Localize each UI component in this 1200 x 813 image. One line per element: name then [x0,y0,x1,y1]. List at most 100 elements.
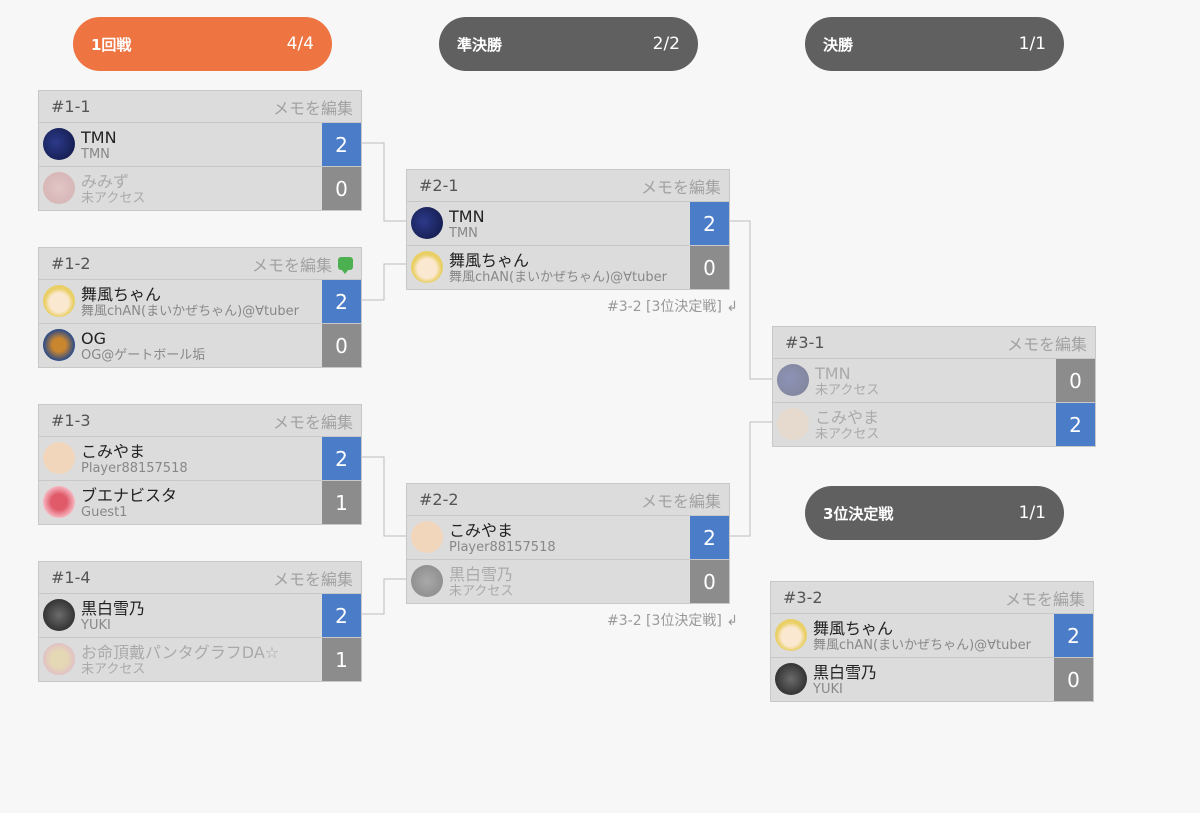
score-cell[interactable]: 1 [322,638,361,681]
round-tab-1[interactable]: 1回戦 4/4 [73,17,332,71]
player-row[interactable]: みみず未アクセス 0 [39,167,361,210]
score-cell[interactable]: 2 [690,202,729,245]
score-cell[interactable]: 2 [322,594,361,637]
match-id: #3-1 [785,333,825,352]
player-name: みみず [81,171,130,191]
match-header: #1-1 メモを編集 [39,91,361,123]
edit-memo-button[interactable]: メモを編集 [272,98,353,118]
match-id: #1-3 [51,411,91,430]
score-cell[interactable]: 0 [1056,359,1095,402]
round-label: 準決勝 [457,35,503,54]
player-row[interactable]: 黒白雪乃未アクセス 0 [407,560,729,603]
match-header: #3-1 メモを編集 [773,327,1095,359]
score-cell[interactable]: 2 [322,123,361,166]
avatar [43,285,75,317]
score-cell[interactable]: 0 [322,324,361,367]
player-row[interactable]: お命頂戴パンタグラフDA☆未アクセス 1 [39,638,361,681]
edit-memo-button[interactable]: メモを編集 [1004,589,1085,609]
player-name: こみやま [81,441,146,461]
score-cell[interactable]: 2 [322,280,361,323]
player-name: ブエナビスタ [81,485,178,505]
edit-memo-button[interactable]: メモを編集 [640,177,721,197]
player-account: Guest1 [81,504,128,520]
score-cell[interactable]: 2 [322,437,361,480]
avatar [775,663,807,695]
edit-memo-button[interactable]: メモを編集 [1006,334,1087,354]
match-id: #3-2 [783,588,823,607]
round-tab-third-place[interactable]: 3位決定戦 1/1 [805,486,1064,540]
match-card-3-2[interactable]: #3-2 メモを編集 舞風ちゃん舞風chAN(まいかぜちゃん)@∀tuber 2… [770,581,1094,702]
avatar [775,619,807,651]
round-count: 2/2 [652,34,680,54]
player-account: 未アクセス [81,190,146,206]
player-account: 未アクセス [815,426,880,442]
score-cell[interactable]: 2 [690,516,729,559]
match-header: #3-2 メモを編集 [771,582,1093,614]
player-name: お命頂戴パンタグラフDA☆ [81,642,280,662]
score-cell[interactable]: 0 [1054,658,1093,701]
score-cell[interactable]: 0 [322,167,361,210]
edit-memo-button[interactable]: メモを編集 [640,491,721,511]
player-name: TMN [81,127,117,147]
match-card-1-2[interactable]: #1-2 メモを編集 舞風ちゃん舞風chAN(まいかぜちゃん)@∀tuber 2… [38,247,362,368]
match-header: #1-3 メモを編集 [39,405,361,437]
match-id: #1-2 [51,254,91,273]
player-name: 黒白雪乃 [81,598,146,618]
player-account: YUKI [81,617,111,633]
avatar [777,364,809,396]
player-account: OG@ゲートボール垢 [81,347,206,363]
edit-memo-button[interactable]: メモを編集 [272,412,353,432]
player-row[interactable]: 舞風ちゃん舞風chAN(まいかぜちゃん)@∀tuber 0 [407,246,729,289]
avatar [43,172,75,204]
player-account: YUKI [813,681,843,697]
player-row[interactable]: 舞風ちゃん舞風chAN(まいかぜちゃん)@∀tuber 2 [39,280,361,324]
match-header: #1-4 メモを編集 [39,562,361,594]
round-tab-semifinal[interactable]: 準決勝 2/2 [439,17,698,71]
player-name: 舞風ちゃん [449,250,530,270]
loser-bracket-link[interactable]: #3-2 [3位決定戦] ↲ [607,613,739,629]
avatar [43,643,75,675]
player-row[interactable]: 舞風ちゃん舞風chAN(まいかぜちゃん)@∀tuber 2 [771,614,1093,658]
edit-memo-button[interactable]: メモを編集 [272,569,353,589]
player-name: TMN [449,206,485,226]
player-row[interactable]: こみやま未アクセス 2 [773,403,1095,446]
avatar [777,408,809,440]
player-account: TMN [81,146,110,162]
player-account: 舞風chAN(まいかぜちゃん)@∀tuber [449,269,667,285]
round-label: 決勝 [823,35,854,54]
match-id: #2-1 [419,176,459,195]
player-name: 黒白雪乃 [813,662,878,682]
avatar [43,329,75,361]
player-name: こみやま [449,520,514,540]
score-cell[interactable]: 0 [690,560,729,603]
score-cell[interactable]: 0 [690,246,729,289]
loser-bracket-link[interactable]: #3-2 [3位決定戦] ↲ [607,299,739,315]
round-count: 1/1 [1018,503,1046,523]
round-count: 4/4 [286,34,314,54]
player-name: こみやま [815,407,880,427]
avatar [411,521,443,553]
score-cell[interactable]: 1 [322,481,361,524]
score-cell[interactable]: 2 [1054,614,1093,657]
avatar [43,599,75,631]
round-tab-final[interactable]: 決勝 1/1 [805,17,1064,71]
edit-memo-button[interactable]: メモを編集 [252,252,353,276]
score-cell[interactable]: 2 [1056,403,1095,446]
player-account: 未アクセス [815,382,880,398]
